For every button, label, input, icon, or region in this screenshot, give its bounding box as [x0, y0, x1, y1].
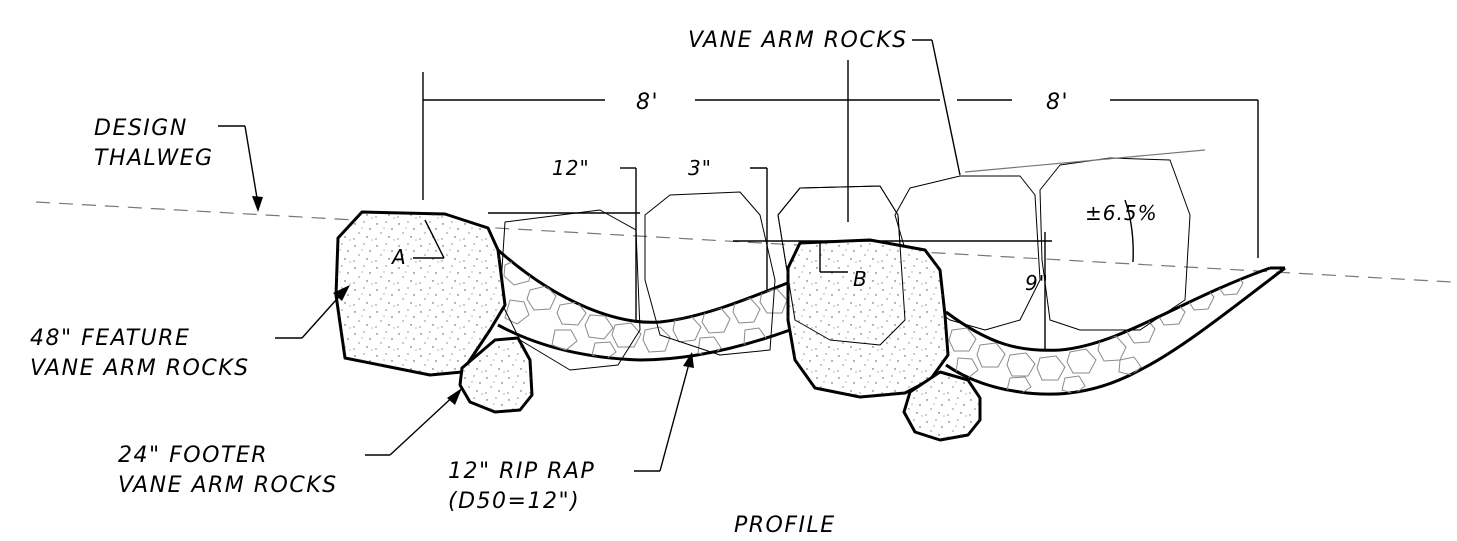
footer-rock-label-line2: VANE ARM ROCKS: [118, 473, 338, 498]
dimension-9in-drop: 9": [1025, 271, 1049, 295]
feature-rock-label-line2: VANE ARM ROCKS: [30, 356, 250, 381]
dimension-right-8ft: 8': [1046, 90, 1069, 115]
point-b-marker: [819, 242, 848, 273]
riprap-label-line1: 12" RIP RAP: [448, 459, 595, 484]
footer-rock-label-line1: 24" FOOTER: [118, 443, 268, 468]
dimension-12in-drop: 12": [552, 156, 590, 180]
dimension-left-8ft: 8': [636, 90, 659, 115]
leader-lines: [218, 39, 961, 472]
drop-dimensions: [488, 167, 1052, 350]
arrowheads: [252, 196, 694, 405]
footer-rock-right: [902, 370, 982, 442]
design-thalweg-label-line2: THALWEG: [94, 146, 214, 171]
slope-indicator: [964, 149, 1206, 263]
feature-rock-left: [334, 210, 507, 377]
riprap-label-line2: (D50=12"): [448, 489, 580, 514]
riprap-bed-left: [497, 248, 791, 362]
dimension-8ft-spans: [422, 72, 1259, 258]
dimension-3in-drop: 3": [688, 156, 712, 180]
vane-arm-rocks-label: VANE ARM ROCKS: [688, 28, 908, 53]
slope-percentage: ±6.5%: [1085, 201, 1158, 225]
point-a-marker: [413, 219, 445, 259]
feature-rock-label-line1: 48" FEATURE: [30, 326, 190, 351]
front-vane-rock: [777, 185, 906, 346]
point-b-label: B: [853, 267, 868, 291]
footer-rock-left: [458, 336, 534, 414]
design-thalweg-label-line1: DESIGN: [94, 116, 188, 141]
point-a-label: A: [390, 245, 407, 269]
profile-title: PROFILE: [734, 513, 836, 538]
feature-rock-right: [786, 238, 950, 399]
design-thalweg-line: [35, 201, 1453, 283]
riprap-bed-right: [945, 266, 1286, 396]
